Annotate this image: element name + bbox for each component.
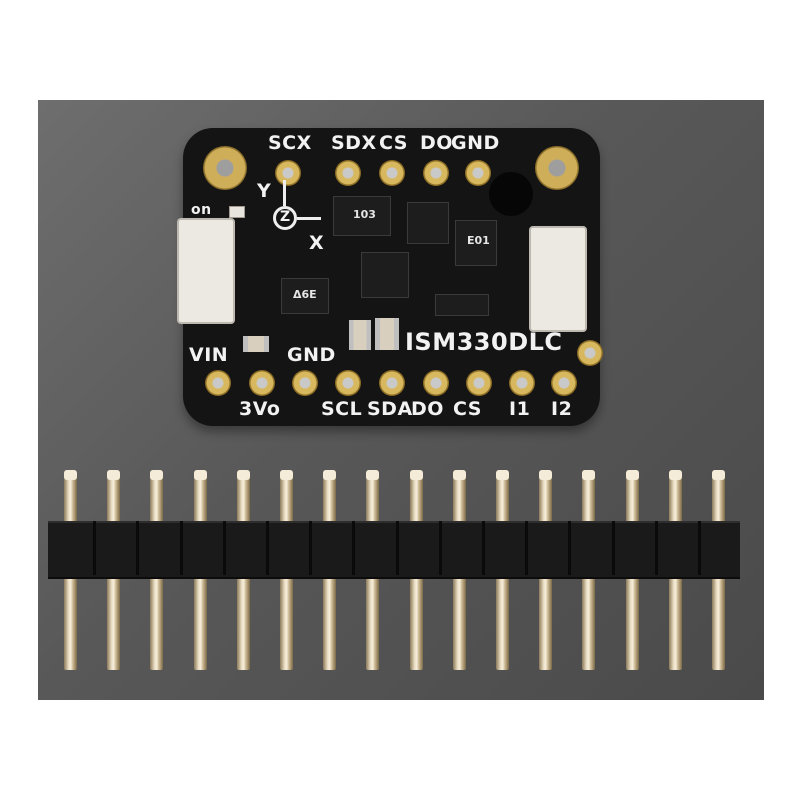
mounting-hole-left — [203, 146, 247, 190]
resistor-network — [455, 220, 497, 266]
header-segment-divider — [611, 521, 615, 575]
regulator-chip — [333, 196, 391, 236]
bottom-pad — [292, 370, 318, 396]
stemma-connector-right — [529, 226, 587, 332]
top-pin-label-do: DO — [420, 132, 453, 154]
axis-label-x: X — [309, 232, 325, 254]
capacitor — [243, 336, 269, 352]
bottom-pin-label-do: DO — [411, 398, 444, 420]
diode — [435, 294, 489, 316]
axis-label-z: Z — [280, 209, 291, 225]
sensor-breakout-board: SCX SDX CS DO GND Y Z X on 103 E01 Δ6E I… — [177, 128, 603, 426]
header-segment-divider — [309, 521, 313, 575]
chip-marking-d6e: Δ6E — [293, 288, 317, 301]
chip-name-label: ISM330DLC — [405, 328, 563, 356]
power-led — [229, 206, 245, 218]
bottom-pad — [379, 370, 405, 396]
chip-marking-e01: E01 — [467, 234, 490, 247]
label-vin: VIN — [189, 344, 229, 366]
top-pin-label-sdx: SDX — [331, 132, 377, 154]
axis-label-y: Y — [257, 180, 272, 202]
header-segment-divider — [568, 521, 572, 575]
transistor-chip — [281, 278, 329, 314]
level-shifter-chip — [407, 202, 449, 244]
top-pin-label-cs: CS — [379, 132, 408, 154]
header-segment-divider — [93, 521, 97, 575]
extra-pad — [577, 340, 603, 366]
top-pad — [335, 160, 361, 186]
bottom-pad — [205, 370, 231, 396]
header-segment-divider — [525, 521, 529, 575]
stemma-connector-left — [177, 218, 235, 324]
bottom-pad — [551, 370, 577, 396]
bottom-pin-label-3vo: 3Vo — [239, 398, 281, 420]
header-segment-divider — [352, 521, 356, 575]
label-gnd: GND — [287, 344, 336, 366]
axis-arrow-up-icon — [283, 180, 286, 206]
bottom-pad — [466, 370, 492, 396]
led-label: on — [191, 202, 212, 218]
axis-z-circle-icon — [273, 206, 297, 230]
header-segment-divider — [179, 521, 183, 575]
capacitor — [349, 320, 371, 350]
header-segment-divider — [222, 521, 226, 575]
top-pin-label-scx: SCX — [268, 132, 312, 154]
header-segment-divider — [698, 521, 701, 575]
header-segment-divider — [654, 521, 658, 575]
capacitor — [375, 318, 399, 350]
top-pad — [275, 160, 301, 186]
mounting-hole-right — [535, 146, 579, 190]
bottom-pin-label-scl: SCL — [321, 398, 363, 420]
bottom-pad — [423, 370, 449, 396]
bottom-pad — [249, 370, 275, 396]
imu-sensor-chip — [361, 252, 409, 298]
bottom-pad — [509, 370, 535, 396]
bottom-pin-label-i1: I1 — [509, 398, 531, 420]
top-pad — [379, 160, 405, 186]
header-segment-divider — [266, 521, 269, 575]
chip-marking-103: 103 — [353, 208, 376, 221]
bottom-pin-label-sda: SDA — [367, 398, 413, 420]
bottom-pin-label-i2: I2 — [551, 398, 573, 420]
header-segment-divider — [136, 521, 140, 575]
bottom-pad — [335, 370, 361, 396]
top-pad — [423, 160, 449, 186]
pin-header-plastic-bar — [48, 521, 740, 579]
axis-arrow-right-icon — [297, 217, 321, 220]
marker-dot — [489, 172, 533, 216]
header-segment-divider — [395, 521, 399, 575]
header-segment-divider — [438, 521, 442, 575]
header-segment-divider — [482, 521, 485, 575]
bottom-pin-label-cs: CS — [453, 398, 482, 420]
top-pad — [465, 160, 491, 186]
top-pin-label-gnd: GND — [451, 132, 500, 154]
